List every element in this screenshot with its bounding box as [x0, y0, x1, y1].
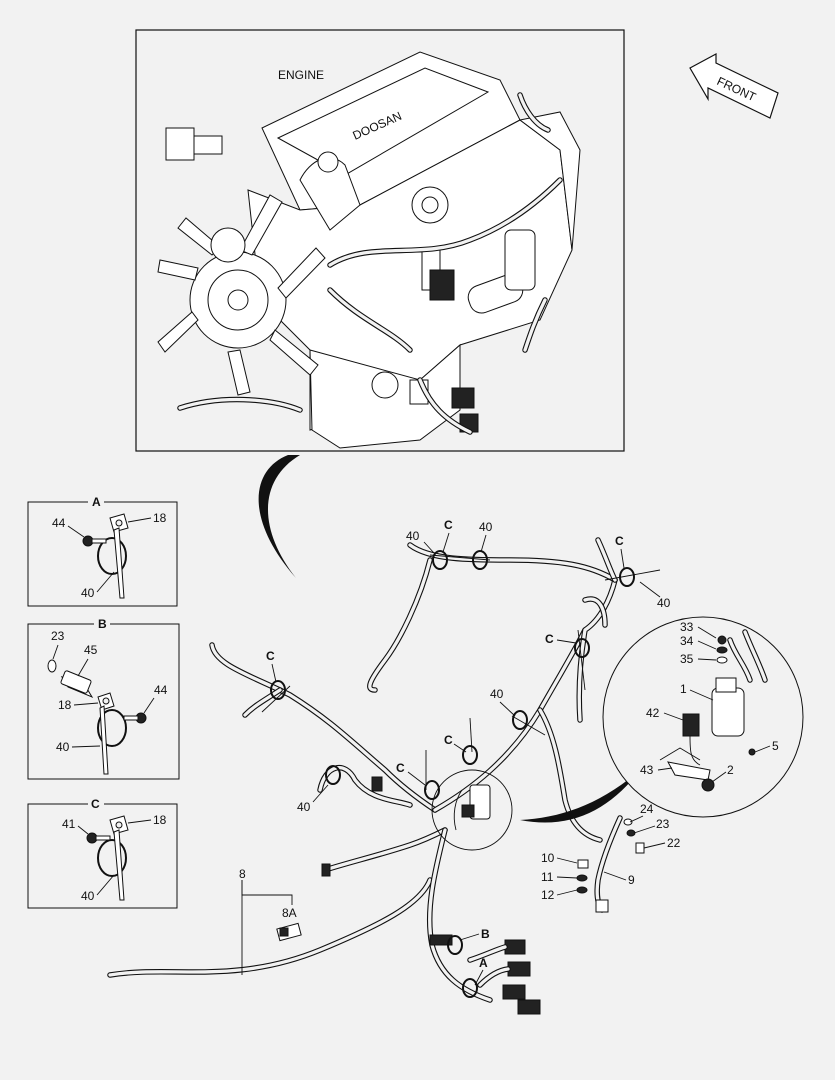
callout-40-left: 40 [297, 800, 311, 814]
harness-clamps [261, 550, 661, 998]
callout-40-right: 40 [657, 596, 671, 610]
callout-c-top-right: C [615, 534, 624, 548]
detail-b-label-40: 40 [56, 740, 70, 754]
callout-10: 10 [541, 851, 555, 865]
detail-b-title: B [98, 617, 107, 631]
callout-c-center: C [444, 733, 453, 747]
callout-40-top-left: 40 [406, 529, 420, 543]
zoom-label-1: 1 [680, 682, 687, 696]
callout-8: 8 [239, 867, 246, 881]
main-callouts: C 40 40 C 40 C C 40 C C 40 8 8A B A 10 1… [239, 518, 681, 986]
callout-22: 22 [667, 836, 681, 850]
callout-c-right: C [545, 632, 554, 646]
callout-23: 23 [656, 817, 670, 831]
zoom-label-5: 5 [772, 739, 779, 753]
detail-b-panel: B 23 45 44 18 40 [27, 617, 180, 780]
detail-c-clamp [86, 815, 129, 901]
detail-b-label-44: 44 [154, 683, 168, 697]
detail-a-label-44: 44 [52, 516, 66, 530]
detail-a-title: A [92, 495, 101, 509]
engine-label: ENGINE [278, 68, 324, 82]
detail-c-panel: C 41 18 40 [27, 797, 178, 909]
relay-to-zoom-pointer [520, 770, 640, 823]
callout-c-lower: C [396, 761, 405, 775]
callout-24: 24 [640, 802, 654, 816]
main-wiring-harness [107, 537, 661, 1015]
zoom-label-42: 42 [646, 706, 660, 720]
detail-b-clamp [47, 659, 147, 775]
detail-b-label-45: 45 [84, 643, 98, 657]
detail-c-label-18: 18 [153, 813, 167, 827]
callout-40-top: 40 [479, 520, 493, 534]
callout-12: 12 [541, 888, 555, 902]
pipe-9-assembly [576, 815, 645, 913]
detail-a-label-40: 40 [81, 586, 95, 600]
zoom-label-33: 33 [680, 620, 694, 634]
callout-40-center: 40 [490, 687, 504, 701]
detail-a-label-18: 18 [153, 511, 167, 525]
callout-8a: 8A [282, 906, 297, 920]
zoom-label-43: 43 [640, 763, 654, 777]
engine-wiring [177, 92, 563, 435]
callout-c-top-left: C [444, 518, 453, 532]
zoom-label-35: 35 [680, 652, 694, 666]
detail-b-label-23: 23 [51, 629, 65, 643]
engine-illustration-panel: ENGINE DOOSAN [135, 29, 625, 452]
callout-a-bottom: A [479, 956, 488, 970]
detail-a-panel: A 44 18 40 [27, 495, 178, 607]
callout-c-left: C [266, 649, 275, 663]
callout-b-bottom: B [481, 927, 490, 941]
detail-c-label-41: 41 [62, 817, 76, 831]
harness-relay-circle [431, 769, 513, 851]
detail-c-title: C [91, 797, 100, 811]
relay-zoom-detail: 33 34 35 1 42 5 43 2 [602, 616, 804, 818]
engine-block: DOOSAN [157, 51, 581, 449]
engine-to-harness-pointer [258, 455, 300, 578]
front-direction-arrow: FRONT [689, 52, 779, 119]
zoom-label-2: 2 [727, 763, 734, 777]
callout-9: 9 [628, 873, 635, 887]
callout-11: 11 [541, 870, 554, 884]
detail-b-label-18: 18 [58, 698, 72, 712]
detail-a-clamp [82, 513, 129, 599]
zoom-label-34: 34 [680, 634, 694, 648]
detail-c-label-40: 40 [81, 889, 95, 903]
